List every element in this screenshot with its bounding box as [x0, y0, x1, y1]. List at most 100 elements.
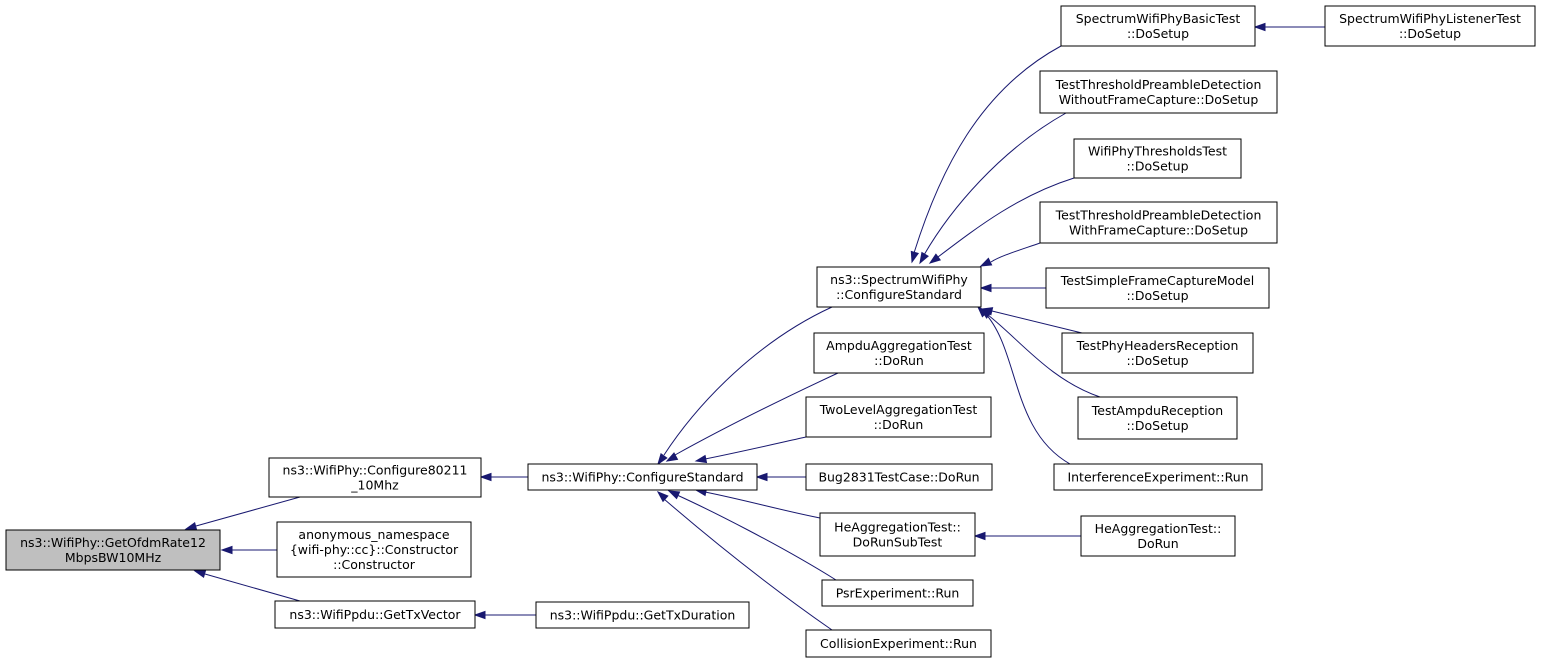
node-anon-constructor[interactable]: anonymous_namespace{wifi-phy::cc}::Const… — [276, 521, 472, 578]
node-box — [5, 529, 221, 571]
node-label: SpectrumWifiPhyListenerTest — [1339, 11, 1521, 26]
node-label: TestSimpleFrameCaptureModel — [1060, 273, 1254, 288]
node-label: PsrExperiment::Run — [836, 586, 960, 601]
call-edge — [976, 305, 1071, 465]
node-box — [268, 457, 482, 498]
call-edge — [973, 531, 1081, 541]
node-box — [1324, 5, 1536, 47]
node-box — [1039, 201, 1278, 244]
arrowhead — [657, 452, 668, 466]
node-bug2831[interactable]: Bug2831TestCase::DoRun — [805, 463, 993, 491]
node-two-level-aggregation[interactable]: TwoLevelAggregationTest::DoRun — [805, 396, 992, 438]
arrowhead — [919, 251, 929, 265]
node-label: WithoutFrameCapture::DoSetup — [1059, 92, 1259, 107]
edge-line — [990, 242, 1041, 263]
node-label: ::DoSetup — [1126, 353, 1188, 368]
arrowhead — [910, 250, 920, 264]
node-label: TestThresholdPreambleDetection — [1055, 208, 1262, 223]
node-label: InterferenceExperiment::Run — [1067, 470, 1248, 485]
node-ampdu-reception[interactable]: TestAmpduReception::DoSetup — [1077, 396, 1238, 440]
node-label: TestThresholdPreambleDetection — [1055, 77, 1262, 92]
node-he-aggregation-run[interactable]: HeAggregationTest::DoRun — [1080, 515, 1236, 557]
node-box — [805, 396, 992, 438]
node-spectrum-listener[interactable]: SpectrumWifiPhyListenerTest::DoSetup — [1324, 5, 1536, 47]
call-edge — [657, 306, 833, 466]
arrowhead — [755, 472, 768, 482]
node-box — [813, 332, 985, 374]
arrowhead — [220, 545, 233, 555]
node-box — [527, 463, 758, 491]
call-edge — [479, 472, 528, 482]
node-label: {wifi-phy::cc}::Constructor — [290, 542, 459, 557]
node-box — [805, 629, 992, 658]
node-box — [276, 521, 472, 578]
edge-line — [913, 45, 1062, 254]
node-thresholds-test[interactable]: WifiPhyThresholdsTest::DoSetup — [1073, 138, 1242, 179]
node-box — [1077, 396, 1238, 440]
call-edge — [193, 569, 301, 602]
node-get-tx-vector[interactable]: ns3::WifiPpdu::GetTxVector — [274, 600, 476, 629]
node-label: MbpsBW10MHz — [65, 550, 162, 565]
node-threshold-without[interactable]: TestThresholdPreambleDetectionWithoutFra… — [1039, 70, 1278, 114]
arrowhead — [193, 569, 207, 579]
node-configure80211-10mhz[interactable]: ns3::WifiPhy::Configure80211_10Mhz — [268, 457, 482, 498]
node-get-tx-duration[interactable]: ns3::WifiPpdu::GetTxDuration — [535, 601, 750, 629]
call-edge — [979, 283, 1046, 293]
node-wifiphy-configure-standard[interactable]: ns3::WifiPhy::ConfigureStandard — [527, 463, 758, 491]
node-label: ::DoRun — [874, 353, 924, 368]
call-edge — [928, 177, 1075, 264]
node-phy-headers[interactable]: TestPhyHeadersReception::DoSetup — [1061, 332, 1254, 374]
node-box — [816, 266, 982, 308]
node-label: ::DoRun — [874, 417, 924, 432]
call-edge — [980, 307, 1083, 334]
node-label: ns3::SpectrumWifiPhy — [830, 272, 968, 287]
node-threshold-with[interactable]: TestThresholdPreambleDetectionWithFrameC… — [1039, 201, 1278, 244]
edge-line — [204, 573, 301, 602]
edge-line — [663, 306, 833, 456]
edge-line — [676, 494, 837, 581]
node-label: _10Mhz — [350, 478, 399, 493]
node-box — [1039, 70, 1278, 114]
node-collision-experiment[interactable]: CollisionExperiment::Run — [805, 629, 992, 658]
arrowhead — [473, 610, 486, 620]
node-box — [821, 579, 974, 607]
call-edge — [665, 372, 839, 462]
edge-line — [663, 498, 833, 631]
edge-line — [704, 436, 807, 460]
node-simple-frame-capture[interactable]: TestSimpleFrameCaptureModel::DoSetup — [1045, 267, 1270, 309]
call-edge — [220, 545, 277, 555]
node-label: TestAmpduReception — [1091, 403, 1223, 418]
node-ampdu-aggregation[interactable]: AmpduAggregationTest::DoRun — [813, 332, 985, 374]
node-box — [535, 601, 750, 629]
edge-line — [923, 112, 1067, 256]
node-spectrum-basic[interactable]: SpectrumWifiPhyBasicTest::DoSetup — [1060, 5, 1256, 47]
arrowhead — [1253, 22, 1266, 32]
call-edge — [694, 487, 821, 519]
arrowhead — [979, 257, 993, 267]
arrowhead — [973, 531, 986, 541]
node-psr-experiment[interactable]: PsrExperiment::Run — [821, 579, 974, 607]
node-box — [1045, 267, 1270, 309]
edge-line — [983, 311, 1071, 465]
edge-line — [704, 491, 821, 519]
arrowhead — [694, 454, 708, 464]
node-box — [1053, 463, 1263, 491]
call-edge — [755, 472, 806, 482]
node-box — [805, 463, 993, 491]
node-interference[interactable]: InterferenceExperiment::Run — [1053, 463, 1263, 491]
arrowhead — [665, 452, 679, 462]
node-box — [1061, 332, 1254, 374]
node-label: ::DoSetup — [1126, 418, 1188, 433]
node-label: ::DoSetup — [1126, 159, 1188, 174]
arrowhead — [979, 283, 992, 293]
node-box — [1073, 138, 1242, 179]
node-label: HeAggregationTest:: — [834, 520, 961, 535]
node-label: WifiPhyThresholdsTest — [1088, 144, 1227, 159]
node-label: ::DoSetup — [1399, 26, 1461, 41]
node-label: anonymous_namespace — [298, 527, 449, 542]
node-spectrum-configure-standard[interactable]: ns3::SpectrumWifiPhy::ConfigureStandard — [816, 266, 982, 308]
call-edge — [667, 490, 837, 581]
node-box — [1060, 5, 1256, 47]
node-he-aggregation-sub-test[interactable]: HeAggregationTest::DoRunSubTest — [819, 512, 976, 557]
